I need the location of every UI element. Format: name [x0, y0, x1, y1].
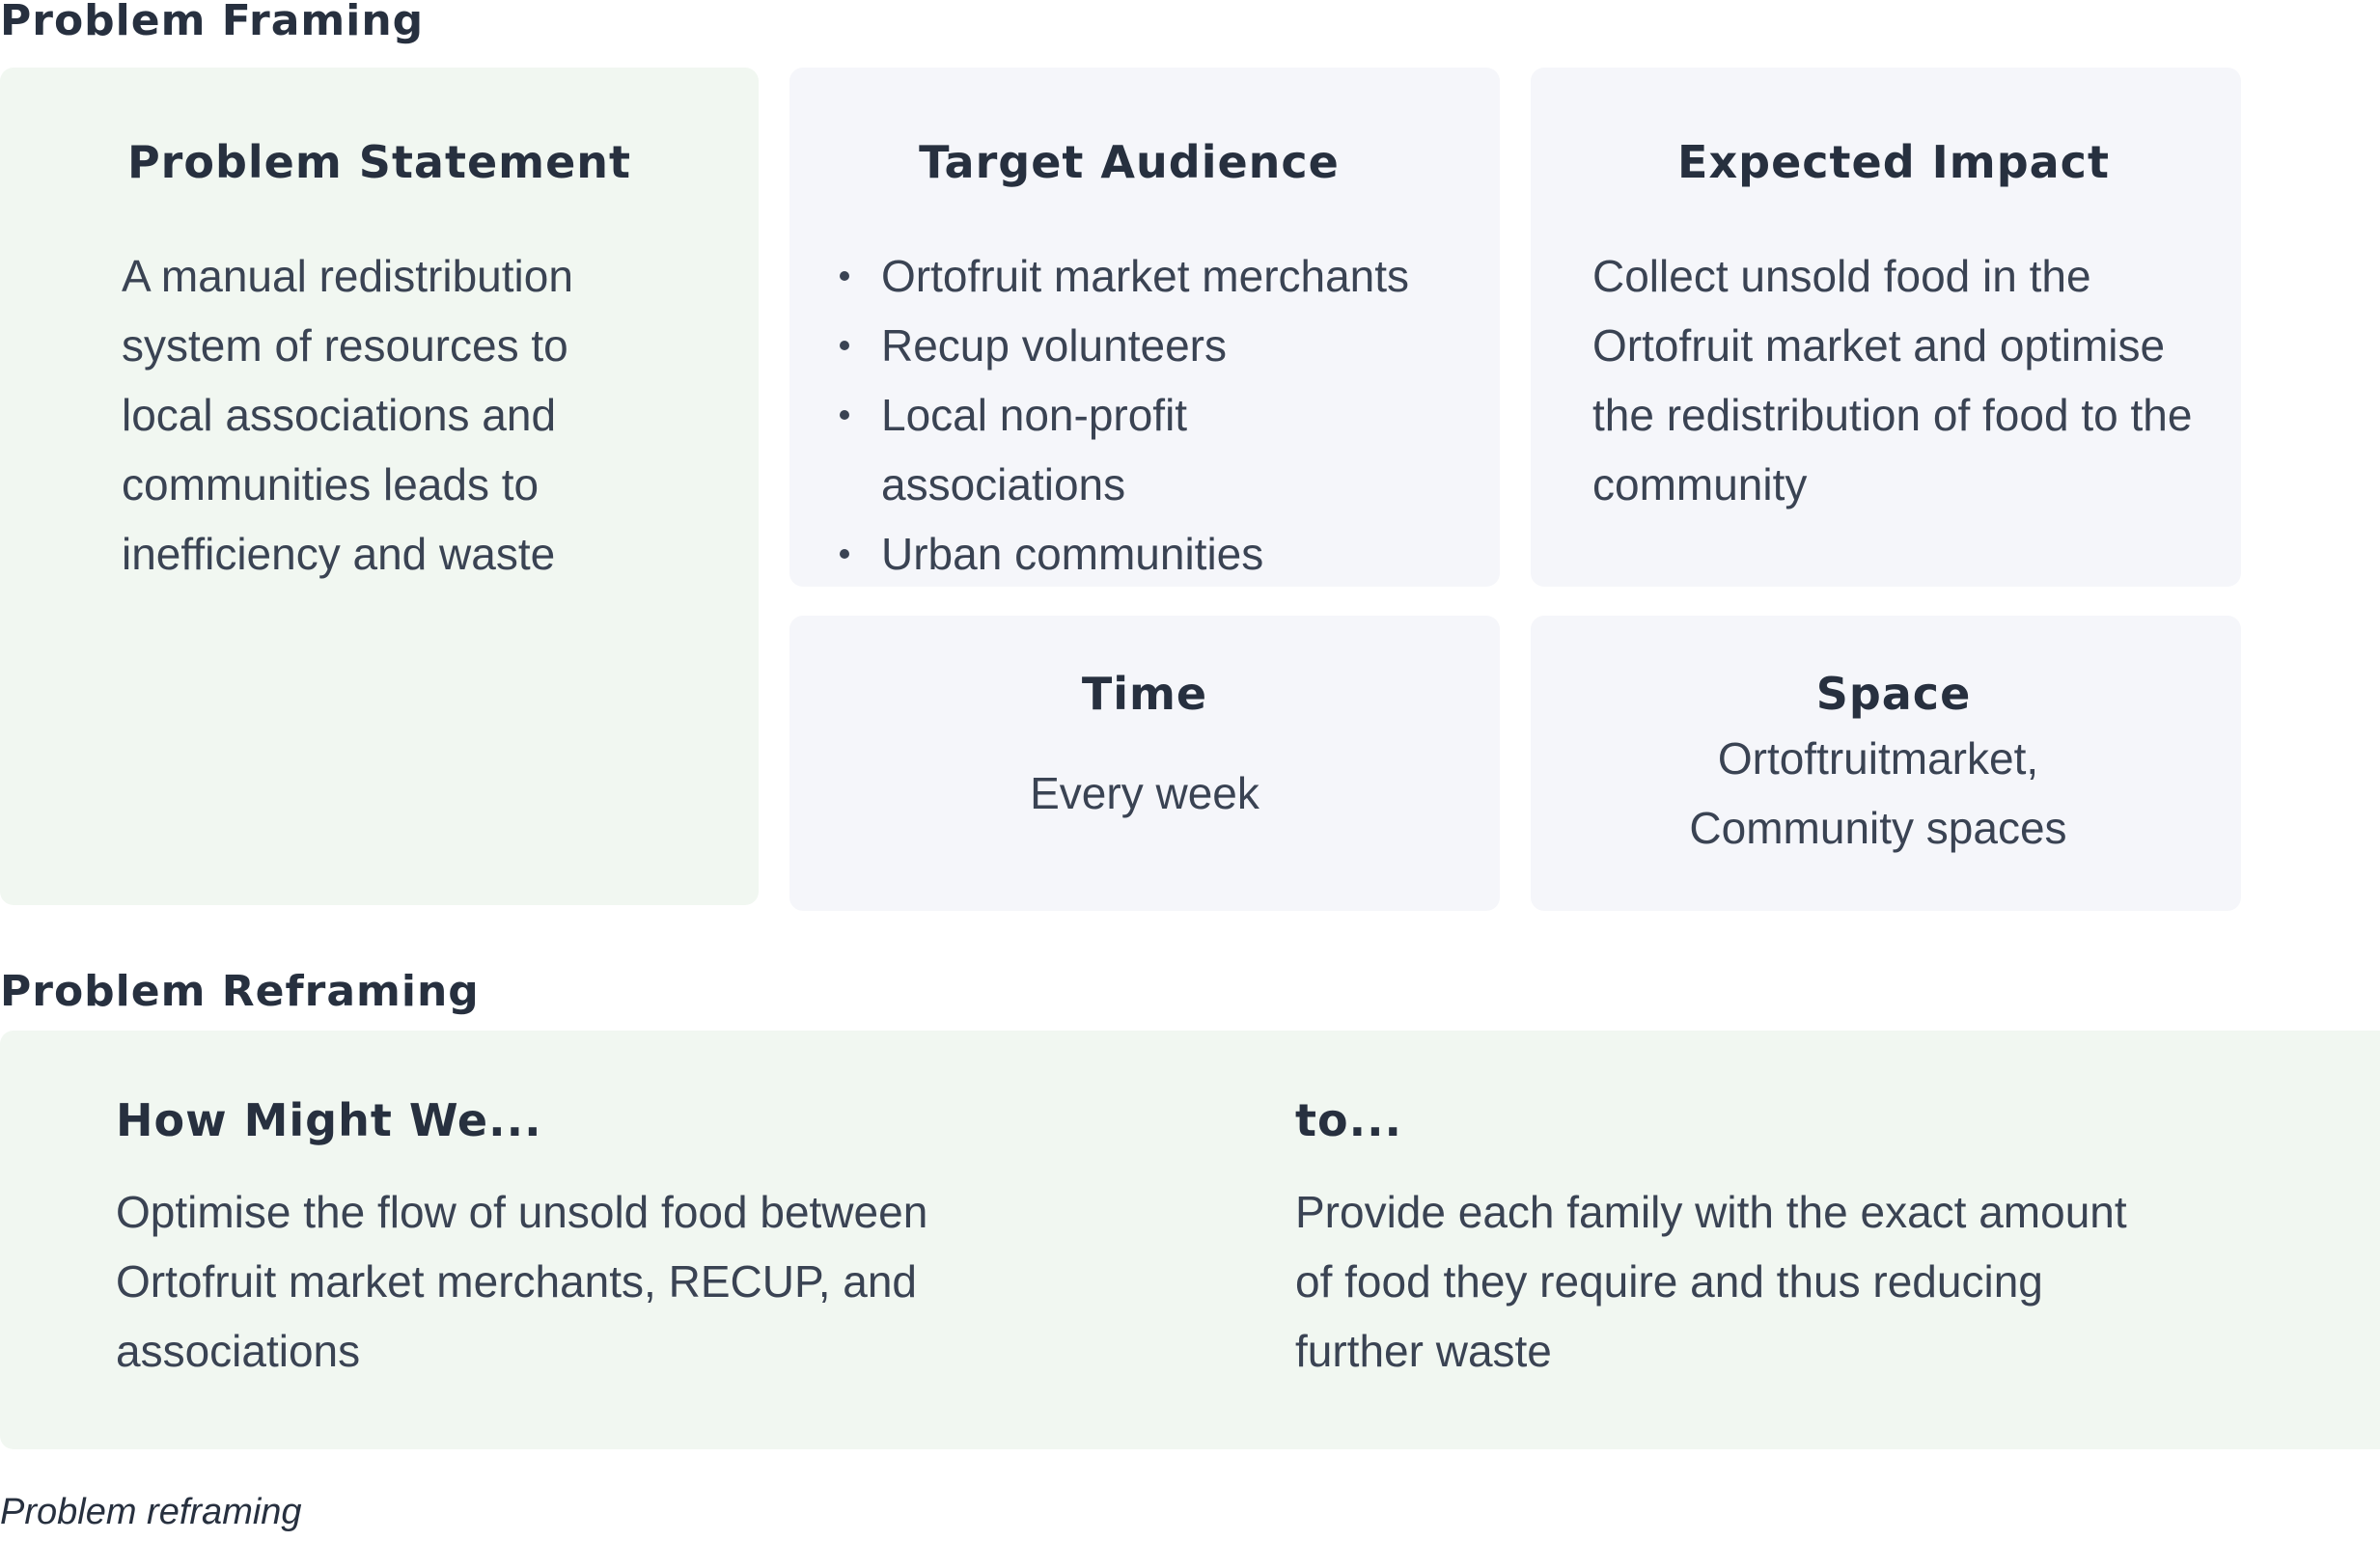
reframing-card: How Might We... Optimise the flow of uns… [0, 1031, 2380, 1449]
target-audience-list: Ortofruit market merchants Recup volunte… [789, 241, 1500, 589]
problem-framing-title: Problem Framing [0, 0, 425, 45]
space-heading: Space [1815, 668, 1972, 720]
bullet-icon [840, 410, 849, 420]
how-might-we-heading: How Might We... [116, 1094, 542, 1146]
list-item: Local non-profit associations [789, 380, 1325, 519]
time-card: Time Every week [789, 616, 1500, 911]
to-heading: to... [1295, 1094, 1403, 1146]
problem-statement-heading: Problem Statement [126, 136, 632, 188]
list-item: Urban communities [789, 519, 1500, 589]
problem-statement-text: A manual redistribution system of resour… [122, 251, 573, 579]
how-might-we-text: Optimise the flow of unsold food between… [116, 1187, 928, 1376]
bullet-icon [840, 341, 849, 350]
list-item: Ortofruit market merchants [789, 241, 1500, 311]
bullet-icon [840, 549, 849, 559]
bullet-icon [840, 271, 849, 281]
target-audience-card: Target Audience Ortofruit market merchan… [789, 68, 1500, 587]
expected-impact-text: Collect unsold food in the Ortofruit mar… [1592, 251, 2193, 509]
expected-impact-heading: Expected Impact [1677, 136, 2110, 188]
how-might-we-block: How Might We... [116, 1098, 542, 1142]
time-text: Every week [1030, 768, 1259, 818]
space-card: Space Ortoftruitmarket, Community spaces [1531, 616, 2241, 911]
to-block: to... [1295, 1098, 1402, 1142]
problem-reframing-title: Problem Reframing [0, 967, 480, 1016]
problem-statement-card: Problem Statement A manual redistributio… [0, 68, 759, 905]
time-heading: Time [1081, 668, 1208, 720]
to-text: Provide each family with the exact amoun… [1295, 1187, 2127, 1376]
expected-impact-card: Expected Impact Collect unsold food in t… [1531, 68, 2241, 587]
figure-caption: Problem reframing [0, 1492, 302, 1532]
space-text: Ortoftruitmarket, Community spaces [1689, 733, 2067, 853]
target-audience-heading: Target Audience [919, 136, 1340, 188]
list-item: Recup volunteers [789, 311, 1500, 380]
